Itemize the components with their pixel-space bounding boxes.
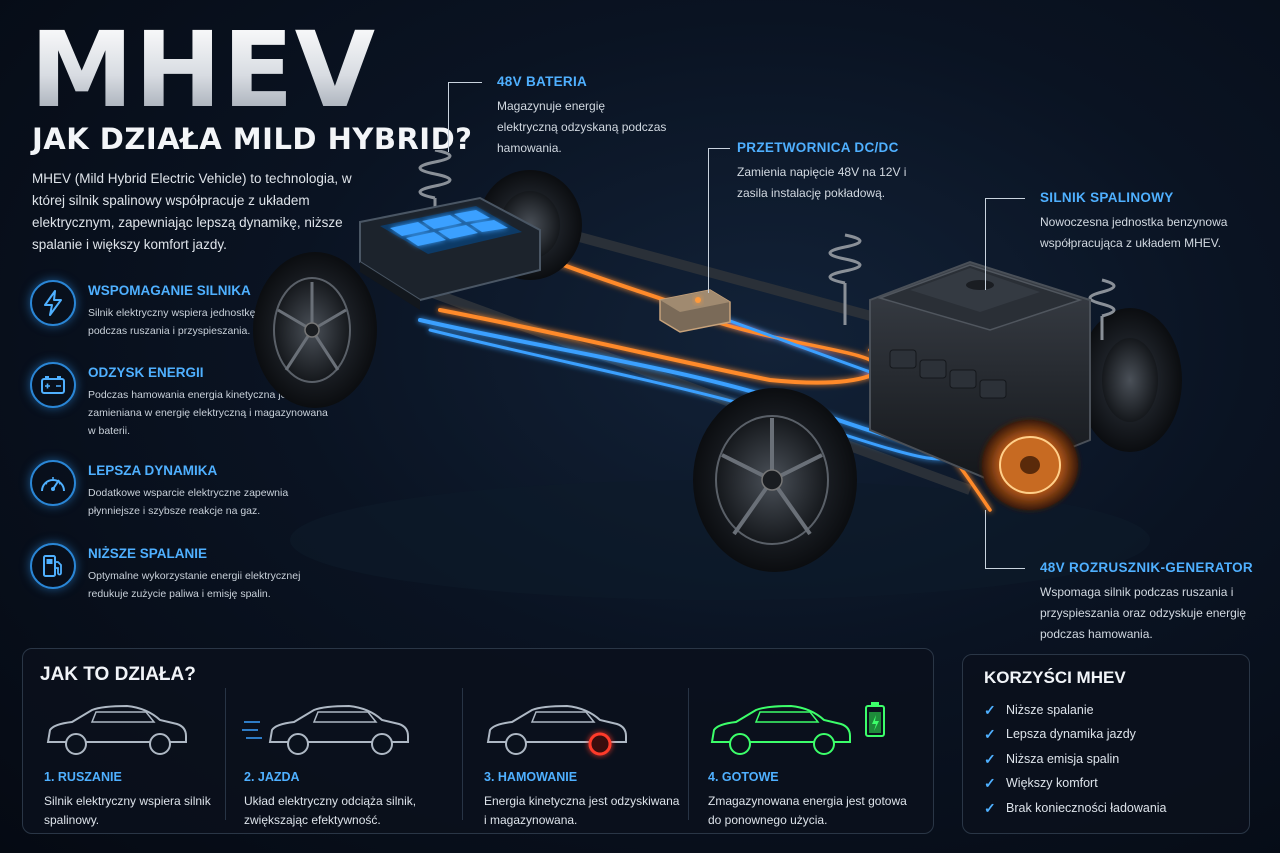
check-icon: ✓ (984, 725, 996, 742)
callout-converter-desc: Zamienia napięcie 48V na 12V i zasila in… (737, 165, 907, 200)
feature-title: WSPOMAGANIE SILNIKA (88, 283, 251, 298)
converter-leader-line (708, 148, 709, 293)
dc-dc-converter (659, 289, 731, 333)
callout-converter-title: PRZETWORNICA DC/DC (737, 140, 899, 155)
front-suspension-springs (828, 233, 1116, 340)
step-ready: 4. GOTOWE Zmagazynowana energia jest got… (706, 700, 907, 830)
wheel-front-right (1078, 308, 1182, 452)
battery-charged-icon (865, 702, 885, 737)
check-icon: ✓ (984, 799, 996, 816)
feature-engine-assist: WSPOMAGANIE SILNIKA Silnik elektryczny w… (30, 280, 330, 350)
step-divider (688, 688, 689, 820)
benefit-item: ✓ Większy komfort (984, 772, 1098, 794)
starter-leader-line-h (985, 568, 1025, 569)
feature-title: ODZYSK ENERGII (88, 365, 204, 380)
battery-leader-line-h (448, 82, 482, 83)
benefit-item: ✓ Brak konieczności ładowania (984, 797, 1167, 819)
converter-leader-line-h (708, 148, 730, 149)
step-divider (225, 688, 226, 820)
callout-engine-title: SILNIK SPALINOWY (1040, 190, 1174, 205)
cable-orange-3 (708, 318, 872, 362)
step-divider (462, 688, 463, 820)
how-it-works-heading: JAK TO DZIAŁA? (40, 664, 196, 685)
fuel-pump-icon (30, 543, 76, 589)
step-title: 4. GOTOWE (708, 770, 779, 784)
car-moving-icon (242, 704, 409, 755)
step-driving: 2. JAZDA Układ elektryczny odciąża silni… (242, 700, 442, 830)
benefits-heading: KORZYŚCI MHEV (984, 668, 1126, 687)
speedometer-icon (30, 460, 76, 506)
feature-desc: Podczas hamowania energia kinetyczna jes… (88, 389, 328, 437)
starter-generator (982, 420, 1078, 510)
benefit-label: Większy komfort (1006, 776, 1098, 790)
engine-leader-line (985, 198, 986, 290)
feature-lower-consumption: NIŻSZE SPALANIE Optymalne wykorzystanie … (30, 543, 330, 613)
check-icon: ✓ (984, 701, 996, 718)
step-desc: Silnik elektryczny wspiera silnik spalin… (44, 794, 211, 827)
benefits-panel (962, 654, 1250, 834)
feature-title: NIŻSZE SPALANIE (88, 546, 208, 561)
step-desc: Energia kinetyczna jest odzyskiwana i ma… (484, 794, 680, 827)
step-start: 1. RUSZANIE Silnik elektryczny wspiera s… (42, 700, 242, 830)
callout-engine-desc: Nowoczesna jednostka benzynowa współprac… (1040, 215, 1228, 250)
feature-title: LEPSZA DYNAMIKA (88, 463, 218, 478)
step-desc: Zmagazynowana energia jest gotowa do pon… (708, 794, 907, 827)
callout-battery-title: 48V BATERIA (497, 74, 588, 89)
step-title: 3. HAMOWANIE (484, 770, 578, 784)
callout-battery-desc: Magazynuje energię elektryczną odzyskaną… (497, 99, 667, 155)
mhev-chassis-illustration (253, 150, 1182, 600)
feature-desc: Silnik elektryczny wspiera jednostkę spa… (88, 307, 306, 337)
engine-leader-line-h (985, 198, 1025, 199)
feature-desc: Optymalne wykorzystanie energii elektryc… (88, 570, 301, 600)
benefit-item: ✓ Niższa emisja spalin (984, 748, 1119, 770)
feature-energy-recovery: ODZYSK ENERGII Podczas hamowania energia… (30, 362, 330, 437)
step-braking: 3. HAMOWANIE Energia kinetyczna jest odz… (482, 700, 682, 830)
check-icon: ✓ (984, 750, 996, 767)
starter-leader-line (985, 510, 986, 568)
benefit-label: Lepsza dynamika jazdy (1006, 727, 1136, 741)
benefit-label: Niższa emisja spalin (1006, 752, 1120, 766)
intro-text: MHEV (Mild Hybrid Electric Vehicle) to t… (32, 171, 352, 252)
step-title: 1. RUSZANIE (44, 770, 122, 784)
car-outline-icon (46, 704, 187, 755)
benefit-item: ✓ Niższe spalanie (984, 699, 1094, 721)
page-subtitle: JAK DZIAŁA MILD HYBRID? (32, 122, 473, 156)
check-icon: ✓ (984, 774, 996, 791)
callout-starter-desc: Wspomaga silnik podczas ruszania i przys… (1040, 585, 1247, 641)
battery-leader-line (448, 82, 449, 152)
battery-icon (30, 362, 76, 408)
battery-pack (359, 196, 541, 310)
benefit-label: Niższe spalanie (1006, 703, 1094, 717)
feature-dynamics: LEPSZA DYNAMIKA Dodatkowe wsparcie elekt… (30, 460, 330, 530)
lightning-icon (30, 280, 76, 326)
feature-desc: Dodatkowe wsparcie elektryczne zapewnia … (88, 487, 289, 517)
benefit-label: Brak konieczności ładowania (1006, 801, 1167, 815)
step-desc: Układ elektryczny odciąża silnik, zwięks… (244, 794, 417, 827)
benefit-item: ✓ Lepsza dynamika jazdy (984, 723, 1136, 745)
wheel-front-left (693, 388, 857, 572)
page-title: MHEV (30, 9, 377, 131)
car-ready-icon (710, 702, 885, 755)
wheel-rear-left (253, 252, 377, 408)
step-title: 2. JAZDA (244, 770, 300, 784)
car-braking-icon (486, 704, 627, 756)
callout-starter-title: 48V ROZRUSZNIK-GENERATOR (1040, 560, 1253, 575)
